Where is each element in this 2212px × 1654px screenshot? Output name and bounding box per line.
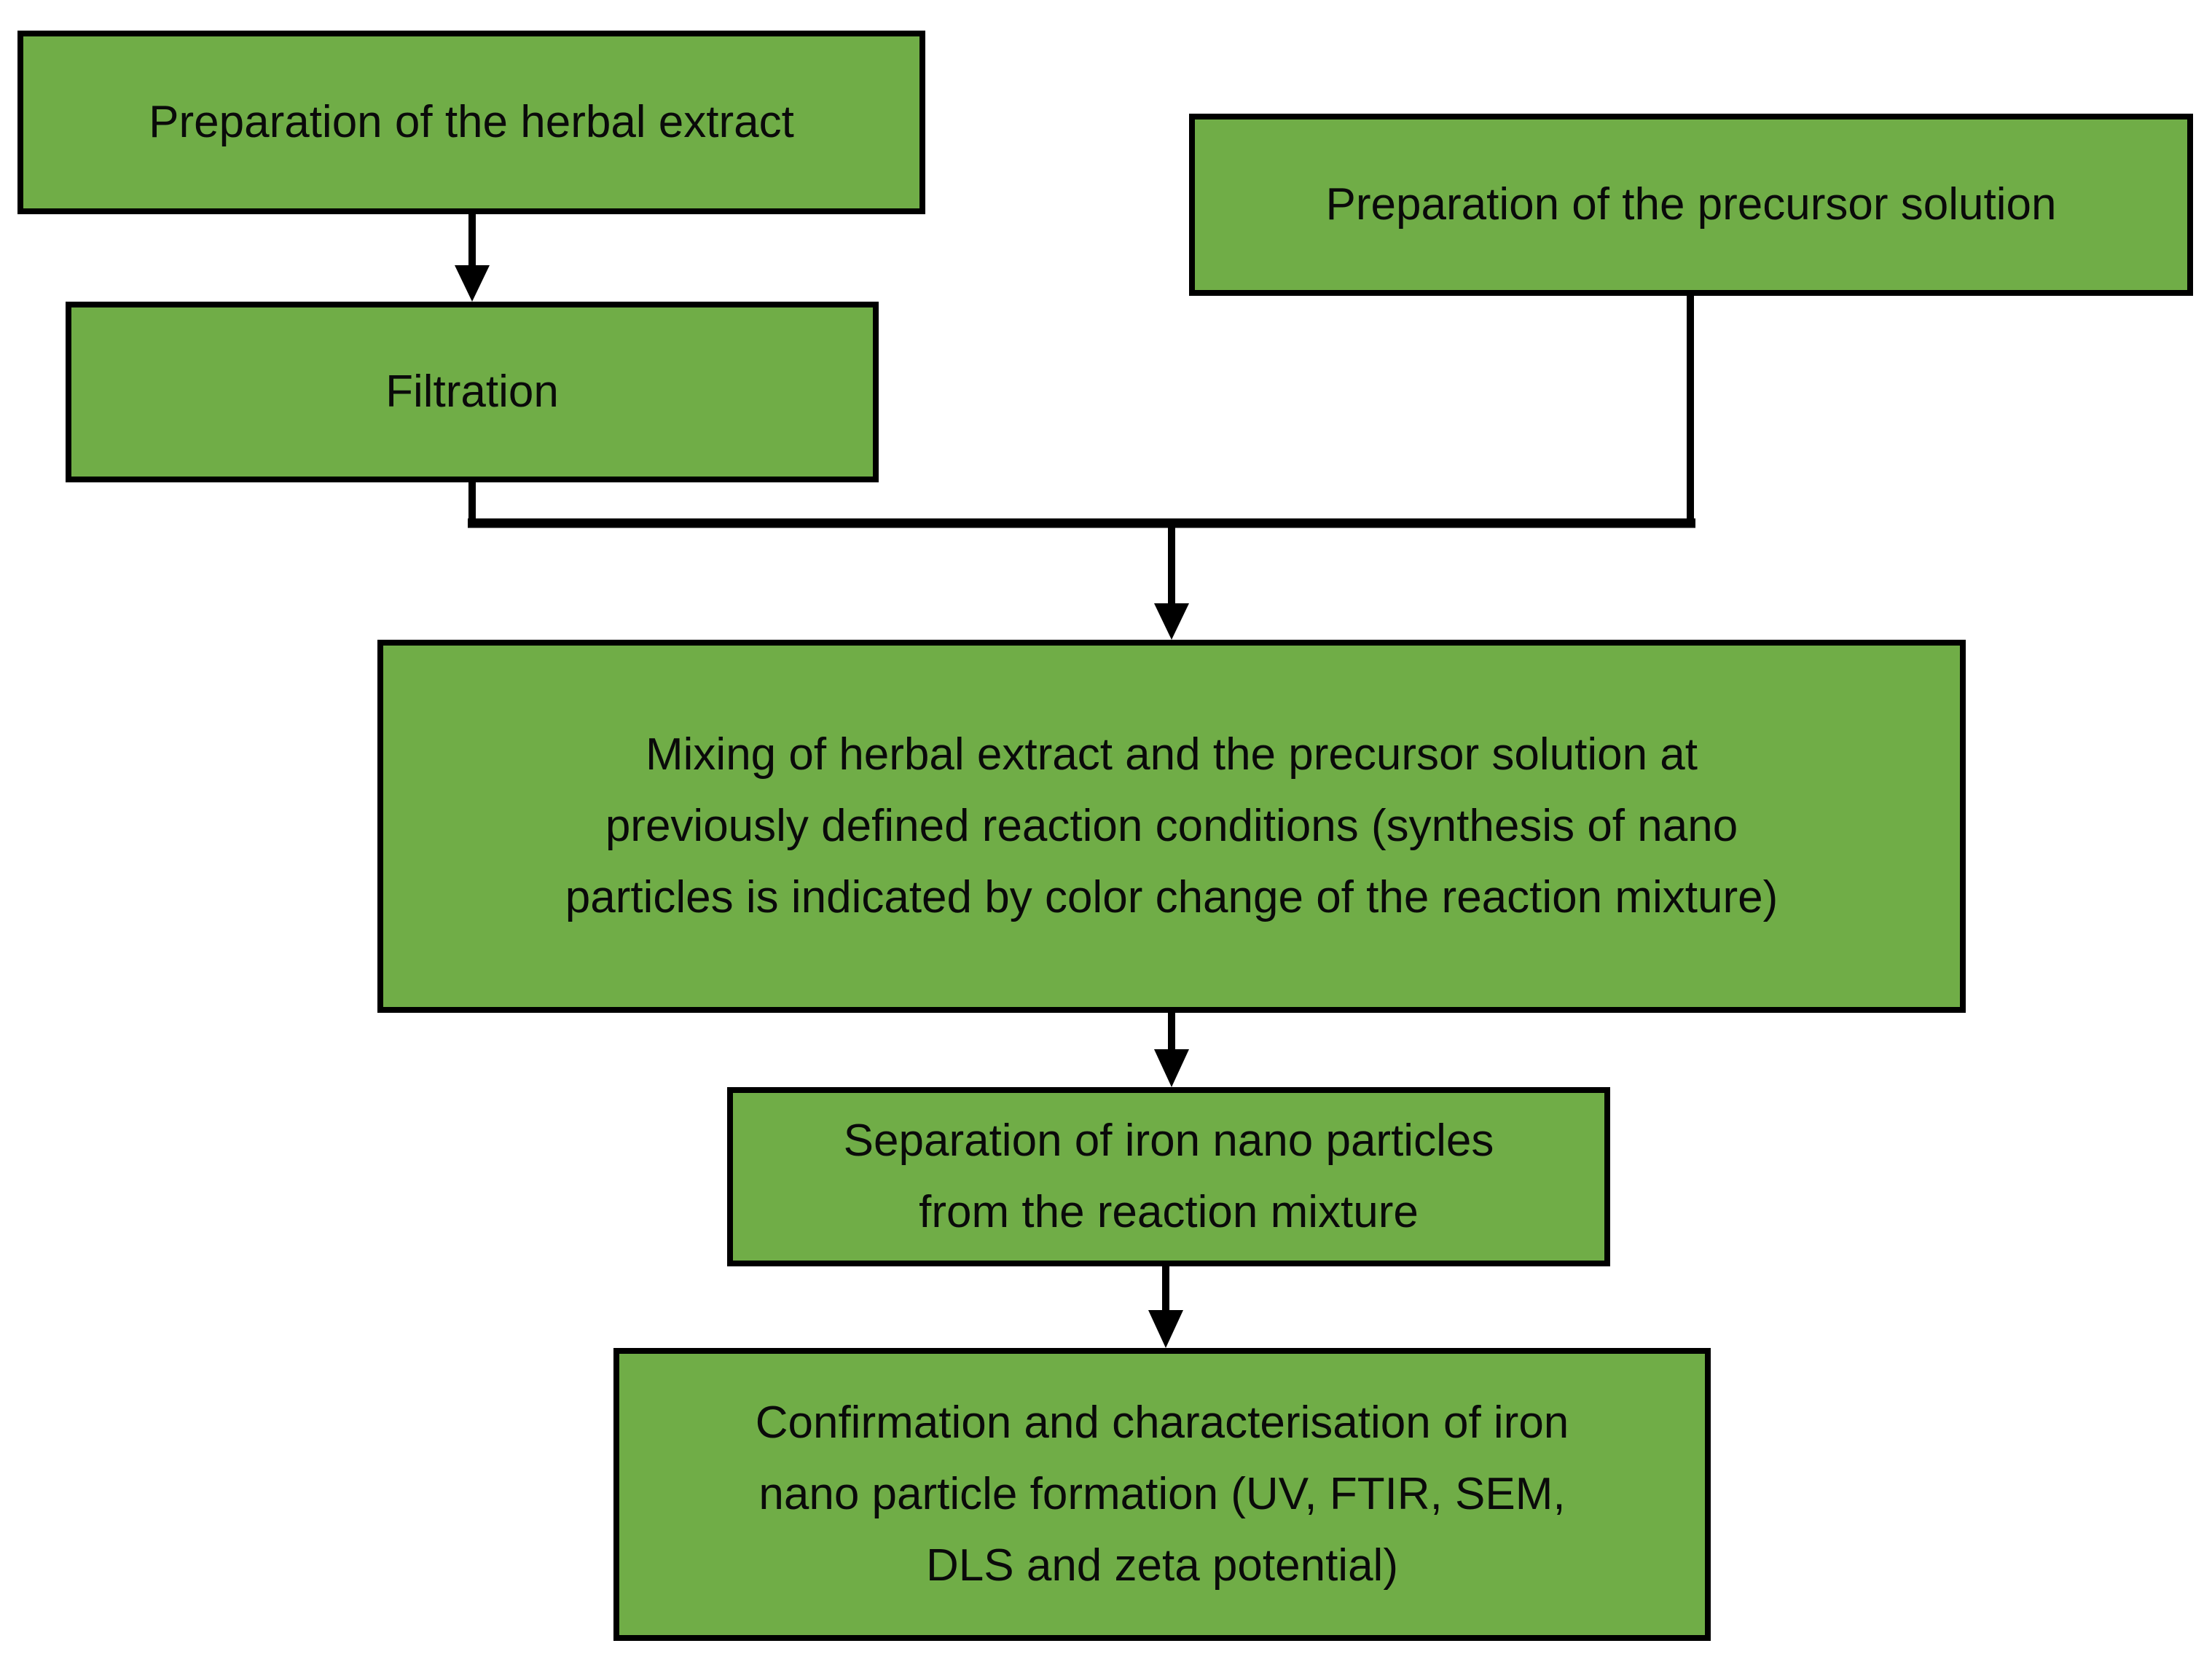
node-label: Separation of iron nano particles from t… (843, 1116, 1494, 1237)
node-label: Preparation of the precursor solution (1325, 179, 2057, 230)
arrowhead-icon (1154, 603, 1189, 640)
node-preparation-precursor-solution: Preparation of the precursor solution (1189, 114, 2193, 296)
node-label: Filtration (385, 367, 559, 418)
node-filtration: Filtration (66, 302, 879, 482)
arrowhead-icon (1154, 1049, 1189, 1087)
edge-mixing-to-separation (1154, 1013, 1189, 1087)
arrowhead-icon (1148, 1310, 1183, 1348)
edge-filtration-precursor-to-mixing (468, 296, 1695, 640)
node-preparation-herbal-extract: Preparation of the herbal extract (17, 31, 925, 214)
node-separation-iron-nanoparticles: Separation of iron nano particles from t… (727, 1087, 1610, 1266)
edge-herbal-to-filtration (455, 214, 490, 302)
edge-separation-to-confirmation (1148, 1266, 1183, 1348)
arrowhead-icon (455, 265, 490, 302)
node-mixing-reaction: Mixing of herbal extract and the precurs… (377, 640, 1966, 1013)
node-label: Mixing of herbal extract and the precurs… (565, 729, 1778, 922)
node-label: Confirmation and characterisation of iro… (755, 1398, 1569, 1591)
node-label: Preparation of the herbal extract (149, 97, 794, 148)
node-confirmation-characterisation: Confirmation and characterisation of iro… (613, 1348, 1711, 1641)
